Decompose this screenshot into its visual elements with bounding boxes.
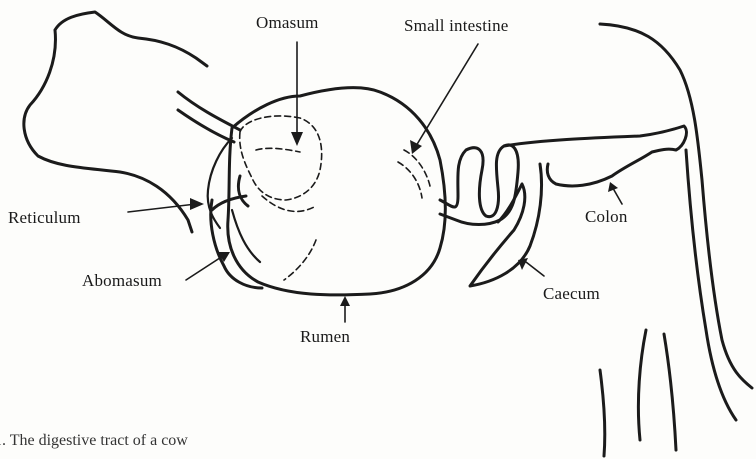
omasum-inner bbox=[256, 148, 316, 211]
label-small-intestine: Small intestine bbox=[404, 17, 509, 34]
label-colon: Colon bbox=[585, 208, 628, 225]
hindquarter-outline bbox=[600, 24, 752, 388]
reticulum-arrow bbox=[128, 204, 196, 212]
small-intestine-arrowhead bbox=[410, 140, 422, 154]
colon-arrowhead bbox=[608, 182, 618, 192]
label-abomasum: Abomasum bbox=[82, 272, 162, 289]
colon-arrow bbox=[614, 190, 622, 204]
small-intestine-arrow bbox=[416, 44, 478, 146]
label-reticulum: Reticulum bbox=[8, 209, 81, 226]
rumen-arrowhead bbox=[340, 296, 350, 306]
omasum-outline bbox=[240, 116, 322, 200]
omasum-arrowhead bbox=[291, 132, 303, 146]
label-caecum: Caecum bbox=[543, 285, 600, 302]
colon-outline bbox=[504, 126, 686, 186]
abomasum-outline bbox=[211, 176, 262, 288]
label-rumen: Rumen bbox=[300, 328, 350, 345]
abomasum-arrow bbox=[186, 254, 226, 280]
reticulum-arrowhead bbox=[190, 198, 204, 210]
cow-head-outline bbox=[24, 12, 207, 232]
small-intestine-hidden bbox=[398, 150, 430, 198]
caecum-arrow bbox=[526, 262, 544, 276]
label-omasum: Omasum bbox=[256, 14, 319, 31]
figure-caption: 1. The digestive tract of a cow bbox=[0, 432, 188, 450]
abomasum-inner bbox=[232, 210, 260, 262]
rumen-inner-line bbox=[284, 240, 316, 280]
